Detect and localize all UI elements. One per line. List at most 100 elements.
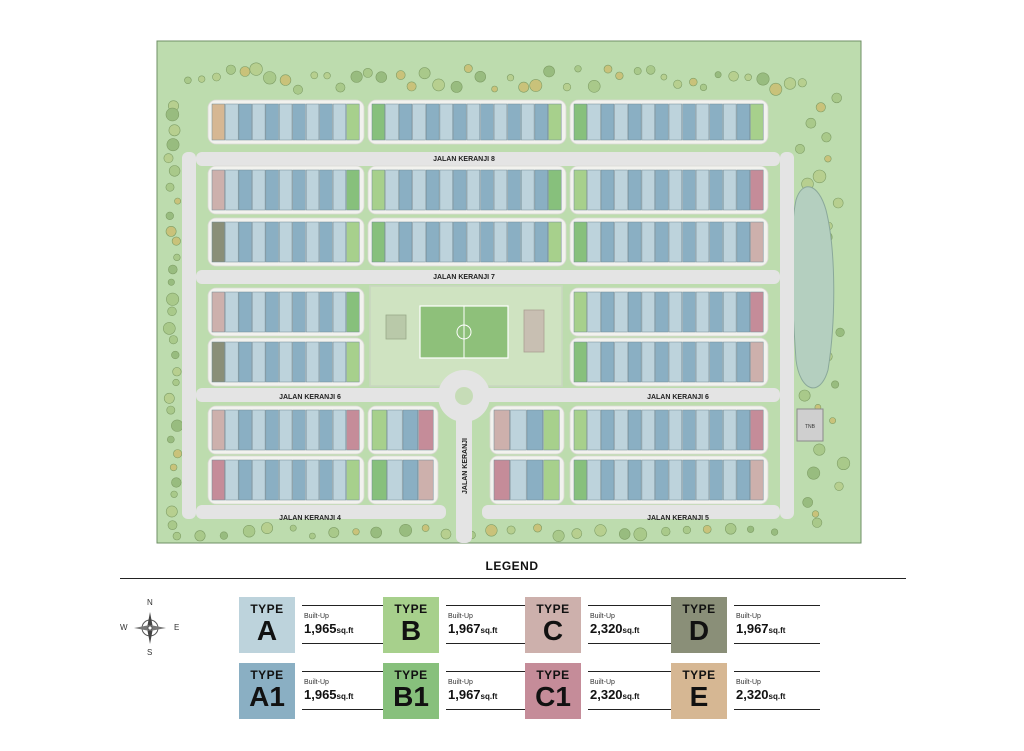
- house-lot: [346, 341, 360, 383]
- house-lot: [319, 291, 333, 333]
- house-lot: [709, 169, 723, 211]
- house-lot: [346, 291, 360, 333]
- type-code: B1: [393, 681, 429, 712]
- house-lot: [292, 291, 306, 333]
- tree: [795, 143, 805, 154]
- house-lot: [426, 221, 440, 263]
- legend-type-d: TYPE D: [671, 597, 727, 653]
- house-lot: [211, 103, 225, 141]
- builtup-label: Built-Up: [590, 679, 615, 686]
- tree: [603, 64, 613, 74]
- house-lot: [305, 341, 320, 383]
- house-lot: [402, 409, 418, 451]
- house-lot: [493, 459, 510, 501]
- housing-row: [207, 337, 365, 387]
- house-lot: [292, 169, 306, 211]
- tree: [172, 531, 182, 541]
- housing-row: [207, 405, 365, 455]
- tree: [165, 225, 177, 237]
- tree: [362, 68, 373, 78]
- house-lot: [526, 409, 543, 451]
- tree: [802, 497, 814, 508]
- house-lot: [265, 459, 279, 501]
- compass-south: S: [147, 648, 153, 657]
- housing-blocks: [207, 99, 769, 505]
- house-lot: [614, 103, 628, 141]
- tree: [174, 197, 181, 205]
- house-lot: [587, 291, 601, 333]
- tree: [309, 532, 316, 540]
- tree: [633, 67, 642, 75]
- house-lot: [238, 291, 252, 333]
- legend-spec-e: Built-Up 2,320sq.ft: [734, 663, 820, 719]
- tree: [811, 517, 823, 528]
- type-word: TYPE: [394, 602, 428, 616]
- builtup-label: Built-Up: [304, 613, 329, 620]
- house-lot: [736, 169, 750, 211]
- tree: [836, 456, 851, 471]
- builtup-value: 2,320sq.ft: [736, 687, 786, 702]
- house-lot: [587, 221, 601, 263]
- house-lot: [371, 169, 386, 211]
- tree: [399, 524, 412, 537]
- house-lot: [252, 409, 266, 451]
- house-lot: [587, 341, 601, 383]
- tree: [661, 526, 671, 537]
- house-lot: [521, 103, 535, 141]
- tree: [198, 75, 206, 83]
- tree: [682, 525, 692, 535]
- house-lot: [723, 103, 737, 141]
- tree: [831, 92, 842, 104]
- tree: [323, 72, 331, 80]
- house-lot: [534, 221, 548, 263]
- house-lot: [211, 409, 225, 451]
- house-lot: [371, 459, 387, 501]
- type-code: C1: [535, 681, 571, 712]
- house-lot: [573, 103, 588, 141]
- tree: [168, 335, 178, 345]
- house-lot: [750, 221, 764, 263]
- house-lot: [211, 221, 225, 263]
- house-lot: [573, 221, 588, 263]
- house-lot: [573, 169, 588, 211]
- house-lot: [507, 169, 521, 211]
- house-lot: [573, 459, 588, 501]
- house-lot: [641, 291, 655, 333]
- tree: [529, 79, 543, 92]
- tree: [491, 85, 498, 93]
- tree: [168, 124, 181, 137]
- house-lot: [225, 169, 239, 211]
- house-lot: [709, 409, 723, 451]
- house-lot: [534, 103, 548, 141]
- tree: [171, 236, 181, 246]
- street-label-keranji-7: JALAN KERANJI 7: [433, 274, 495, 281]
- housing-row: [207, 165, 365, 215]
- house-lot: [346, 459, 360, 501]
- house-lot: [418, 409, 434, 451]
- road-network: [182, 152, 794, 543]
- tree: [798, 389, 811, 402]
- house-lot: [507, 103, 521, 141]
- house-lot: [453, 169, 467, 211]
- street-label-keranji-6-east: JALAN KERANJI 6: [647, 394, 709, 401]
- house-lot: [466, 221, 481, 263]
- house-lot: [238, 103, 252, 141]
- tree: [352, 528, 360, 536]
- housing-row: [569, 217, 769, 267]
- builtup-label: Built-Up: [736, 613, 761, 620]
- tree: [543, 65, 555, 78]
- house-lot: [493, 103, 508, 141]
- house-lot: [439, 221, 453, 263]
- street-label-keranji-5: JALAN KERANJI 5: [647, 515, 709, 522]
- house-lot: [628, 459, 642, 501]
- builtup-value: 2,320sq.ft: [590, 621, 640, 636]
- house-lot: [225, 221, 239, 263]
- house-lot: [736, 221, 750, 263]
- house-lot: [709, 291, 723, 333]
- house-lot: [695, 103, 710, 141]
- tree: [219, 531, 228, 540]
- tree: [289, 524, 297, 532]
- road: [196, 270, 780, 284]
- type-word: TYPE: [394, 668, 428, 682]
- house-lot: [682, 291, 696, 333]
